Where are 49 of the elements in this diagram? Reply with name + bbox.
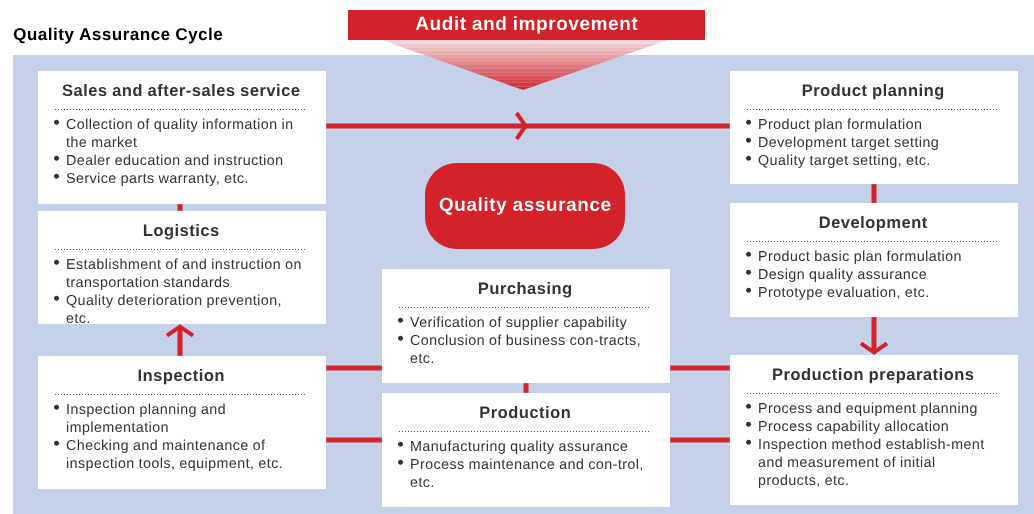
connector-line xyxy=(871,184,877,203)
banner: Audit and improvement xyxy=(348,10,705,40)
box-heading: Inspection xyxy=(138,369,224,385)
bullet-item: Development target setting xyxy=(759,136,938,150)
connector-line xyxy=(670,437,730,443)
box-heading: Sales and after-sales service xyxy=(62,84,300,97)
bullet-item: Manufacturing quality assurance xyxy=(411,440,628,454)
box-heading: Purchasing xyxy=(478,282,572,298)
bullet-item: Process and equipment planning xyxy=(759,402,977,416)
bullet-item: Process maintenance and con-trol, etc. xyxy=(410,458,643,488)
box-heading: Production xyxy=(480,406,570,419)
bullet-item: Process capability allocation xyxy=(759,420,948,434)
rounded-box: Quality assurance xyxy=(425,163,625,249)
box-heading: Product planning xyxy=(802,84,944,100)
process-box xyxy=(382,269,670,383)
box-heading: Logistics xyxy=(143,224,219,240)
connector-line xyxy=(523,383,529,393)
bullet-item: Establishment of and instruction on transportation standards xyxy=(66,258,301,290)
bullet-item: Dealer education and instruction xyxy=(67,154,283,166)
bullet-item: Verification of supplier capability xyxy=(410,316,627,330)
bullet-item: Quality deterioration prevention, etc. xyxy=(66,294,281,324)
bullet-item: Checking and maintenance of inspection tools, equipment, etc. xyxy=(66,439,282,471)
process-box xyxy=(382,393,670,507)
process-box xyxy=(730,203,1018,317)
bullet-item: Prototype evaluation, etc. xyxy=(759,286,928,300)
bullet-item: Quality target setting, etc. xyxy=(758,154,930,168)
diagram-title: Quality Assurance Cycle xyxy=(13,27,223,44)
bullet-item: Product plan formulation xyxy=(759,118,922,132)
connector-line xyxy=(326,111,730,141)
connector-line xyxy=(326,437,382,443)
process-box xyxy=(730,71,1018,184)
box-heading: Development xyxy=(819,216,928,232)
connector-line xyxy=(859,317,889,355)
process-box xyxy=(38,71,326,204)
bullet-item: Conclusion of business con-tracts, etc. xyxy=(410,334,640,364)
bullet-item: Inspection planning and implementation xyxy=(66,403,225,435)
bullet-item: Collection of quality information in the market xyxy=(66,118,293,148)
connector-line xyxy=(165,324,195,356)
bullet-item: Inspection method establish-ment and measurement of initial products, etc. xyxy=(758,438,985,488)
connector-line xyxy=(326,365,382,371)
box-heading: Production preparations xyxy=(773,368,974,384)
process-box xyxy=(730,355,1018,505)
connector-line xyxy=(670,365,730,371)
bullet-item: Product basic plan formulation xyxy=(759,250,961,264)
process-box xyxy=(38,211,326,324)
bullet-item: Design quality assurance xyxy=(759,268,927,282)
process-box xyxy=(38,356,326,489)
connector-line xyxy=(177,204,183,211)
bullet-item: Service parts warranty, etc. xyxy=(66,172,248,186)
